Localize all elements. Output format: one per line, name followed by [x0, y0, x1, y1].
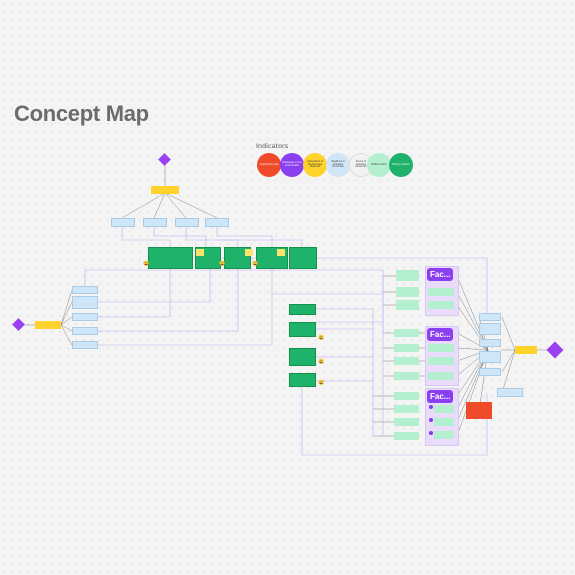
indicator-label: Challenges on the environment: [282, 161, 302, 167]
indicator-label: Positive factor: [371, 162, 387, 166]
left-node-3[interactable]: [72, 313, 98, 321]
mid-card-2[interactable]: [289, 322, 316, 337]
sticky-note[interactable]: [277, 249, 285, 256]
emoji-reaction-icon: 😀: [219, 261, 226, 267]
branch-node-2[interactable]: [143, 218, 167, 227]
facet-marker-icon: [429, 405, 433, 409]
right-node-6[interactable]: [497, 388, 523, 397]
facet-1-item-2[interactable]: [428, 301, 454, 309]
right-node-5[interactable]: [479, 368, 501, 376]
sticky-note[interactable]: [245, 249, 253, 256]
left-node-2[interactable]: [72, 296, 98, 309]
positive-node-5[interactable]: [394, 344, 419, 352]
facet-label-3[interactable]: Fac...: [427, 390, 453, 403]
branch-node-1[interactable]: [111, 218, 135, 227]
facet-2-item-3[interactable]: [428, 372, 454, 380]
emoji-reaction-icon: 😀: [318, 335, 325, 341]
facet-label-1[interactable]: Fac...: [427, 268, 453, 281]
right-node-4[interactable]: [479, 351, 501, 363]
facet-3-item-3[interactable]: [434, 431, 454, 439]
mid-card-3[interactable]: [289, 348, 316, 366]
opportunity-node[interactable]: [466, 402, 492, 419]
indicator-label: Source of problems connection: [354, 160, 368, 169]
indicator-label: Primary solution: [392, 162, 410, 166]
indicator-label: Opportunity area: [259, 162, 279, 166]
positive-node-9[interactable]: [394, 405, 419, 413]
right-node-2[interactable]: [479, 323, 501, 335]
branch-node-3[interactable]: [175, 218, 199, 227]
left-node-1[interactable]: [72, 286, 98, 294]
facet-marker-icon: [429, 431, 433, 435]
indicator-positive-factor[interactable]: Positive factor: [367, 153, 391, 177]
indicator-label: Implications of the Business Observed: [306, 160, 324, 169]
board-title: Concept Map: [14, 101, 149, 126]
facet-2-item-1[interactable]: [428, 344, 454, 352]
sticky-note[interactable]: [196, 249, 204, 256]
facet-3-item-1[interactable]: [434, 405, 454, 413]
branch-node-4[interactable]: [205, 218, 229, 227]
indicator-implications[interactable]: Implications of the Business Observed: [303, 153, 327, 177]
right-node-3[interactable]: [479, 339, 501, 347]
emoji-reaction-icon: 😀: [318, 359, 325, 365]
positive-node-6[interactable]: [394, 357, 419, 365]
solution-card-5[interactable]: [289, 247, 317, 269]
positive-node-10[interactable]: [394, 418, 419, 426]
indicator-opportunity-area[interactable]: Opportunity area: [257, 153, 281, 177]
indicator-primary-solution[interactable]: Primary solution: [389, 153, 413, 177]
mid-card-1[interactable]: [289, 304, 316, 315]
positive-node-8[interactable]: [394, 392, 419, 400]
indicators-heading: Indicators: [256, 142, 289, 150]
emoji-reaction-icon: 😀: [318, 380, 325, 386]
solution-card-3[interactable]: [224, 247, 251, 269]
indicator-questions[interactable]: Questions or problems connection: [326, 153, 350, 177]
left-node-4[interactable]: [72, 327, 98, 335]
indicator-challenges[interactable]: Challenges on the environment: [280, 153, 304, 177]
positive-node-7[interactable]: [394, 372, 419, 380]
left-node-5[interactable]: [72, 341, 98, 349]
positive-node-11[interactable]: [394, 432, 419, 440]
facet-3-item-2[interactable]: [434, 418, 454, 426]
positive-node-4[interactable]: [394, 329, 419, 337]
positive-node-1[interactable]: [396, 270, 419, 281]
indicator-label: Questions or problems connection: [331, 160, 345, 169]
root-node-right[interactable]: [515, 346, 537, 354]
facet-2-item-2[interactable]: [428, 357, 454, 365]
root-node-left[interactable]: [35, 321, 61, 329]
mid-card-4[interactable]: [289, 373, 316, 387]
positive-node-3[interactable]: [396, 300, 419, 310]
facet-marker-icon: [429, 418, 433, 422]
emoji-reaction-icon: 😀: [252, 261, 259, 267]
right-node-1[interactable]: [479, 313, 501, 321]
facet-label-2[interactable]: Fac...: [427, 328, 453, 341]
solution-card-1[interactable]: [148, 247, 193, 269]
facet-1-item-1[interactable]: [428, 288, 454, 296]
root-node-top[interactable]: [151, 186, 179, 194]
emoji-reaction-icon: 😀: [143, 261, 150, 267]
positive-node-2[interactable]: [396, 287, 419, 297]
